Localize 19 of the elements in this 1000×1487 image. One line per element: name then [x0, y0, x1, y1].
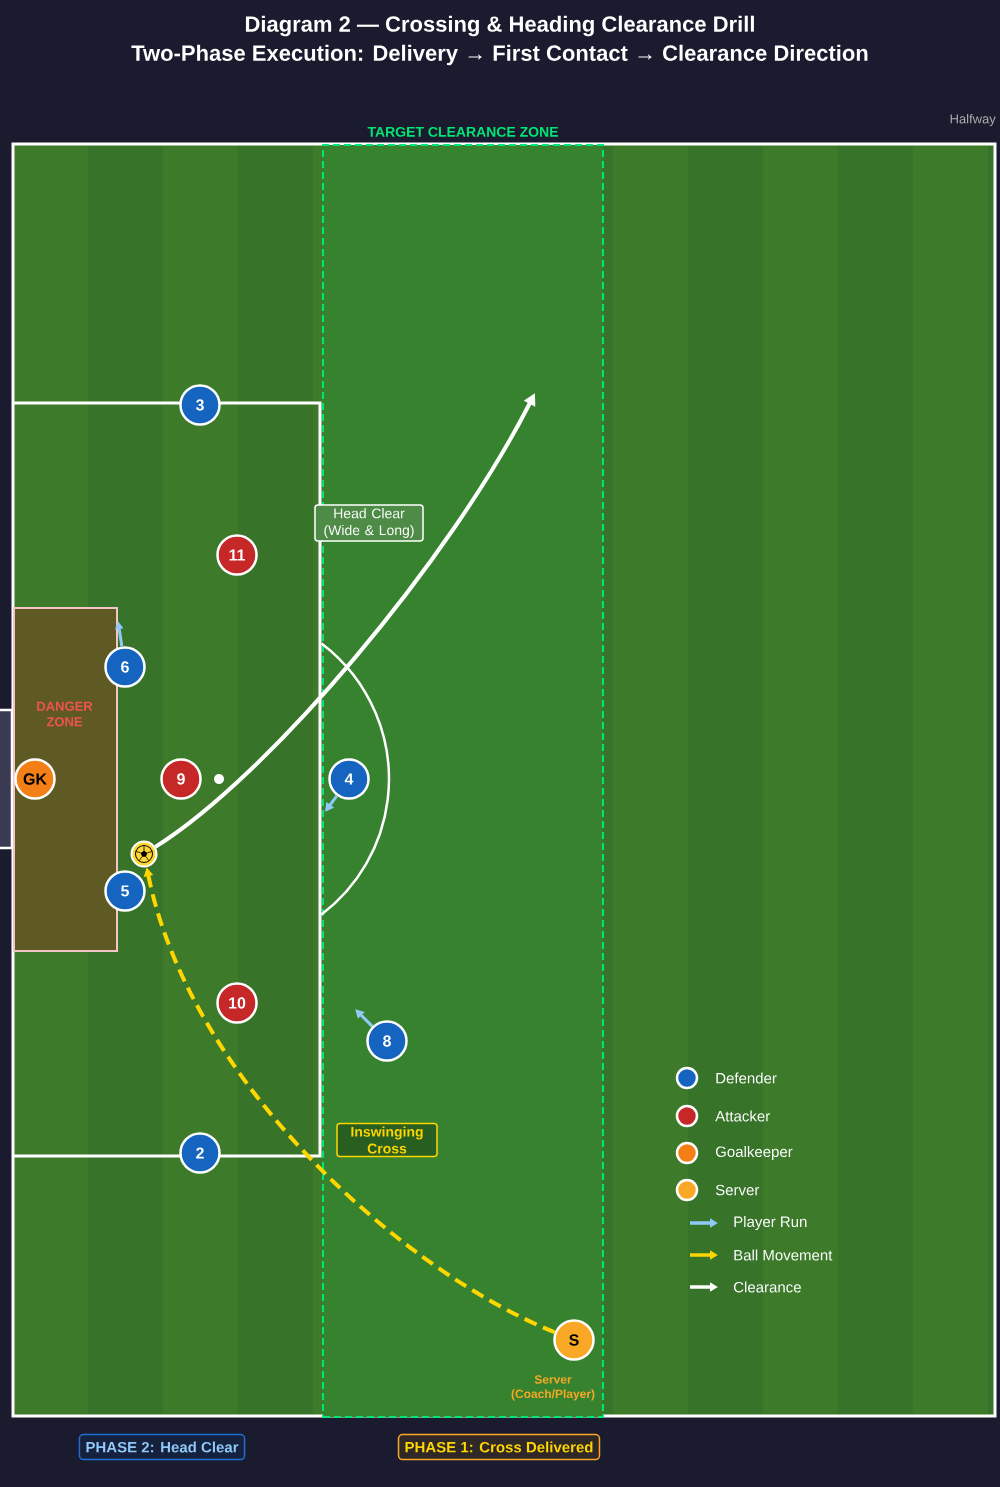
- phase-badge: PHASE 2: Head Clear: [78, 1433, 246, 1461]
- subtitle: Two-Phase Execution: Delivery → First Contact → Clearance Direction: [131, 44, 868, 66]
- legend-text: Clearance: [733, 1281, 801, 1293]
- title: Diagram 2 — Crossing & Heading Clearance Drill: [245, 15, 754, 37]
- legend-text: Goalkeeper: [715, 1146, 793, 1160]
- node-label: TARGET CLEARANCE ZONE: [367, 126, 558, 137]
- legend-text: Attacker: [715, 1110, 770, 1122]
- phase-badge: PHASE 1: Cross Delivered: [397, 1433, 601, 1461]
- legend-text: Server: [715, 1184, 760, 1196]
- ball-icon: [130, 840, 158, 868]
- legend-text: Ball Movement: [734, 1249, 833, 1261]
- note-box: Head Clear (Wide & Long): [314, 504, 424, 542]
- legend-text: Defender: [716, 1072, 777, 1084]
- player-caption: Server (Coach/Player): [511, 1375, 595, 1401]
- halfway-label: Halfway: [950, 113, 996, 127]
- run-arrow: [355, 1009, 374, 1028]
- legend-text: Player Run: [734, 1216, 807, 1230]
- note-box: Inswinging Cross: [336, 1122, 438, 1158]
- run-arrow: [325, 794, 338, 812]
